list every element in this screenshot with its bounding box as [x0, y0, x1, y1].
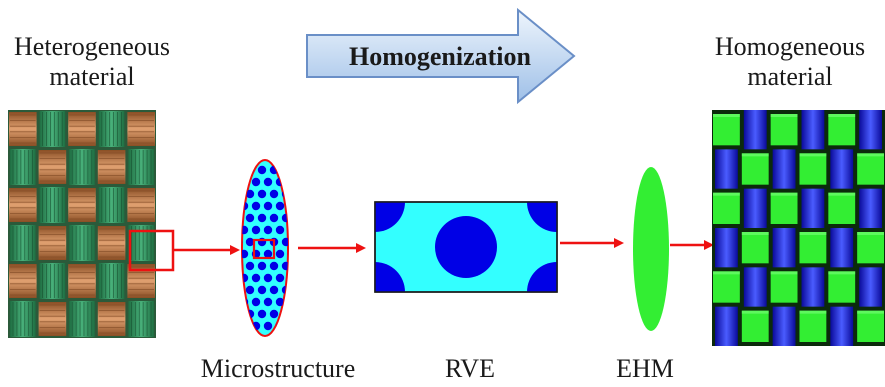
- microstructure-selection-box: [252, 238, 276, 260]
- ehm-label: EHM: [616, 354, 674, 383]
- link-arrow-3: [560, 238, 624, 248]
- link-arrow-4: [670, 240, 714, 250]
- rve-label: RVE: [445, 354, 495, 383]
- homogenization-arrow: Homogenization: [306, 7, 576, 105]
- link-arrow-2: [298, 243, 366, 253]
- homogeneous-label-line2: material: [747, 62, 833, 91]
- rve-cell: [374, 201, 558, 293]
- homogeneous-weave-image: [712, 110, 885, 346]
- heterogeneous-label-line1: Heterogeneous: [14, 32, 170, 61]
- link-arrow-1: [174, 245, 240, 255]
- microstructure-ellipse: [241, 159, 289, 337]
- heterogeneous-label-line2: material: [49, 62, 135, 91]
- homogenization-label: Homogenization: [349, 42, 532, 71]
- homogeneous-label-line1: Homogeneous: [714, 32, 866, 61]
- ehm-ellipse: [633, 167, 669, 331]
- microstructure-label: Microstructure: [200, 354, 356, 383]
- heterogeneous-weave-image: [8, 110, 156, 338]
- weave-selection-box: [128, 229, 175, 272]
